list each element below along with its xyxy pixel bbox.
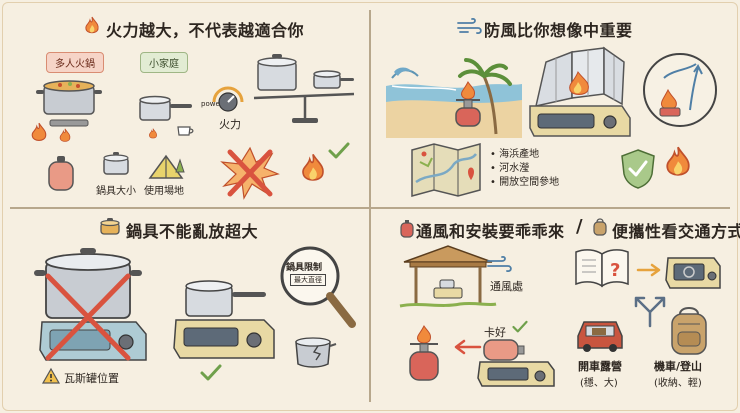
compact-stove-icon [665,257,721,289]
car-icon [577,321,623,352]
windshield-stove-icon [529,46,631,137]
manual-book-icon: ? [575,249,629,288]
car-camping-label: 開車露營 [578,360,622,373]
flame-icon [85,16,99,34]
power-small-label: power [201,100,223,108]
panel4-title-b: 便攜性看交通方式 [612,222,740,241]
panel3-title: 鍋具不能亂放超大 [126,222,259,241]
horizontal-divider [10,207,730,209]
motorcycle-hiking-label: 機車/登山 [654,360,703,373]
pot-size-label: 鍋具大小 [96,186,136,197]
snap-label: 卡好 [484,326,506,339]
shield-check-icon [621,149,655,189]
correct-pot-stove-icon [173,280,275,359]
tag-small-family: 小家庭 [140,52,188,73]
power-dial-icon [212,86,244,112]
small-pot-icon [139,95,192,121]
gas-canister-icon [48,156,74,191]
venue-label: 使用場地 [144,186,184,197]
vent-wind-icon [487,255,512,272]
explosion-icon [220,146,280,200]
check-panel3-icon [200,364,222,381]
location-list: 海浜產地 河水瀅 開放空間參地 [490,148,559,190]
magnifier-icon [280,246,356,328]
vertical-divider [369,10,371,402]
pot-limit-sub: 最大直徑 [290,274,326,286]
check-icon [328,142,350,159]
svg-text:?: ? [610,260,620,281]
dented-pot-icon [295,337,337,368]
tag-large-hotpot: 多人火鍋 [46,52,104,73]
pot-title-icon [100,218,120,235]
oversized-pot-stove-icon [34,248,147,361]
location-item: 海浜產地 [490,148,559,162]
flame-panel2-icon [666,146,690,176]
teacup-icon [177,126,194,136]
hotpot-pot-icon [36,80,102,127]
cartridge-stove-icon [477,339,555,387]
backpack-title-icon [593,218,607,236]
flame-small-icon [149,128,157,139]
warning-icon [41,367,61,384]
tent-icon [148,154,185,179]
left-arrow-icon [454,339,482,355]
canister-stove-icon [409,325,439,381]
check-snap-icon [512,320,528,333]
panel4-title-a: 通風和安裝要乖乖來 [416,222,565,241]
title-slash: / [576,216,584,237]
motorcycle-hiking-sub: (收納、輕) [654,378,702,389]
wind-icon [457,17,482,34]
pot-size-icon [103,152,129,175]
balance-scale-icon [253,54,355,123]
flame-medium-icon [59,128,71,142]
gas-position-label: 瓦斯罐位置 [64,372,119,385]
car-camping-sub: (穩、大) [580,378,618,389]
split-arrows-icon [634,296,666,328]
pot-limit-title: 鍋具限制 [286,263,323,273]
flame-large-icon [31,122,47,141]
panel2-title: 防風比你想像中重要 [484,21,633,40]
map-icon [411,143,481,197]
flame-big-icon [302,153,324,181]
panel1-title: 火力越大，不代表越適合你 [106,21,305,40]
right-arrow-icon [636,263,661,277]
vent-label: 通風處 [490,280,523,293]
location-item: 開放空間參地 [490,176,559,190]
beach-scene [386,46,522,138]
beach-stove-icon [455,81,481,127]
power-label: 火力 [219,118,241,131]
pavilion-icon [399,245,497,308]
gas-title-icon [400,220,414,238]
backpack-icon [671,307,707,355]
location-item: 河水瀅 [490,162,559,176]
wind-circle-icon [643,53,717,127]
